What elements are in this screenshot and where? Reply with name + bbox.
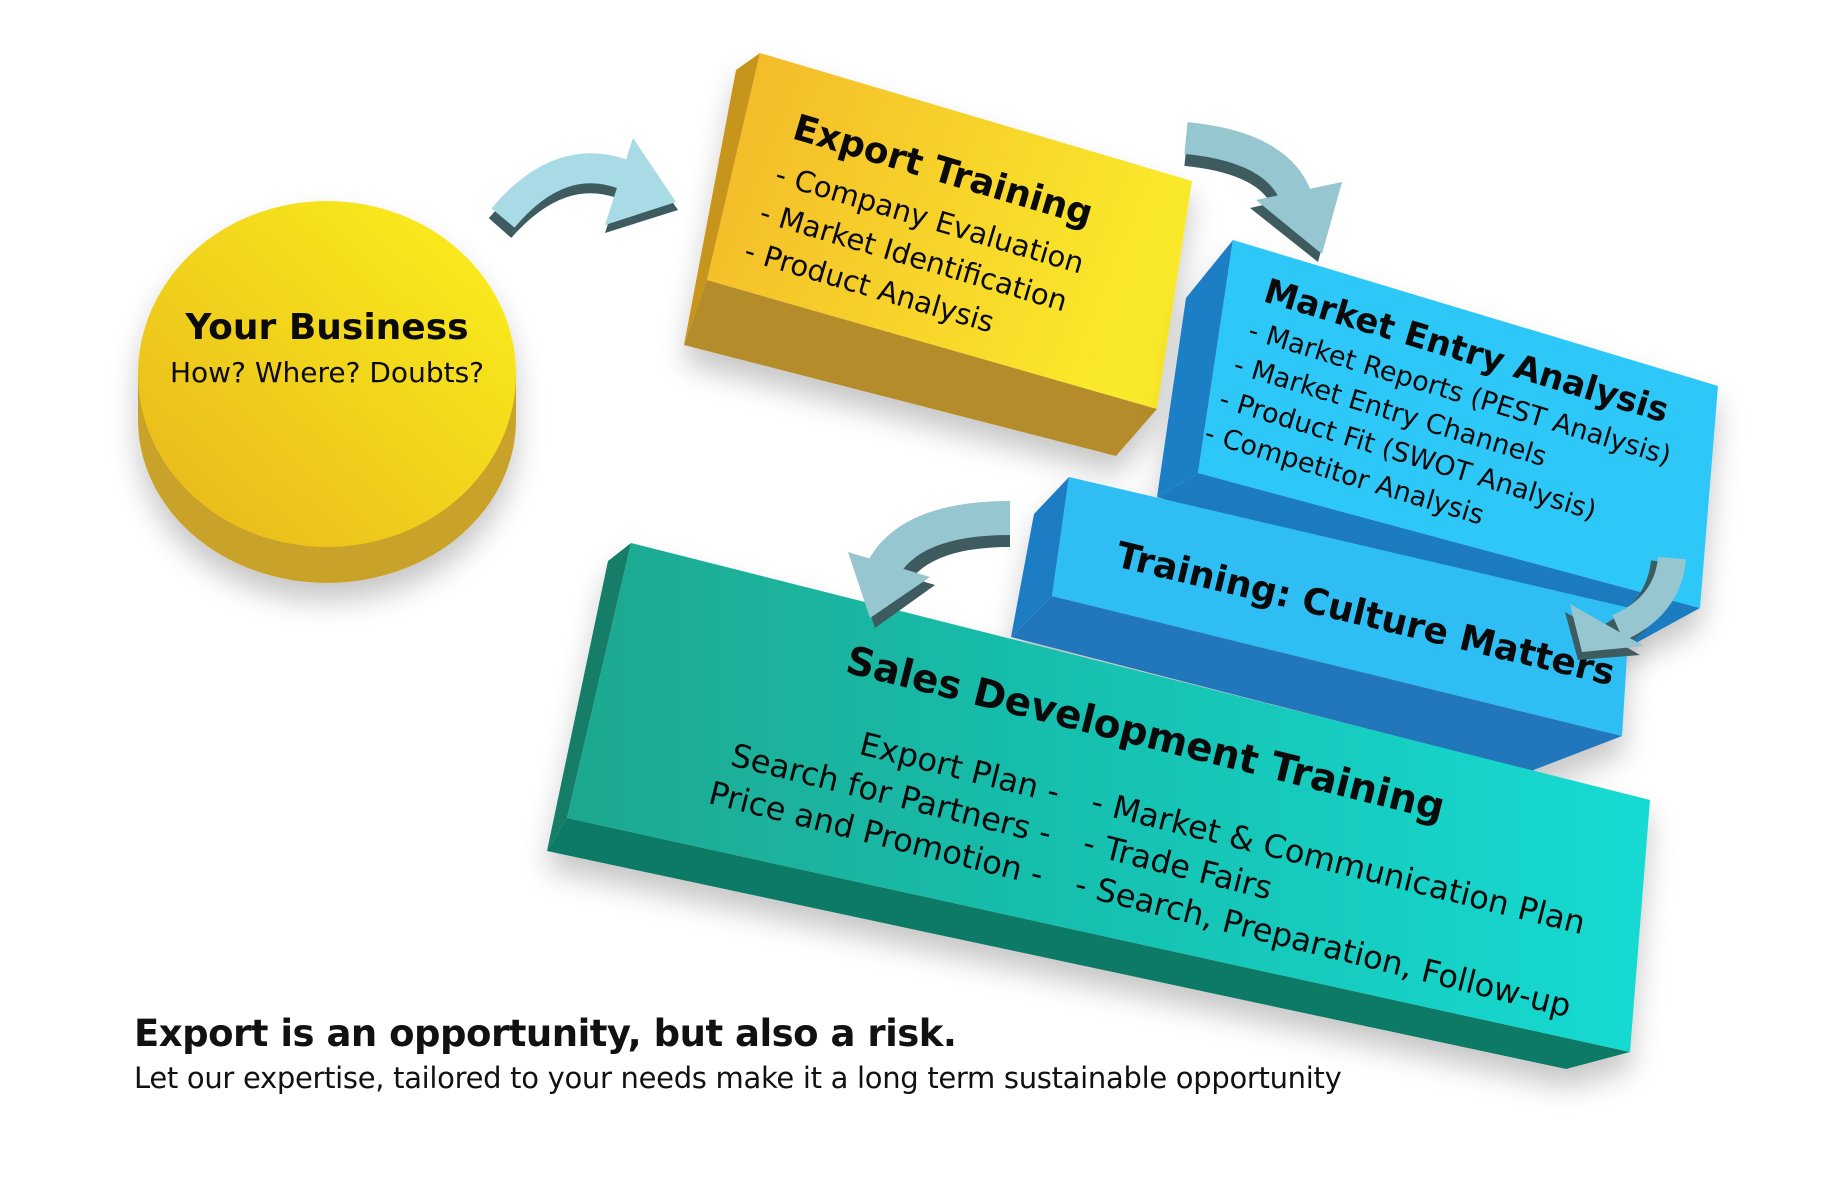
footer-subline: Let our expertise, tailored to your need…	[134, 1061, 1342, 1095]
arrow-icon-culture-to-sales	[848, 501, 1011, 628]
footer-headline: Export is an opportunity, but also a ris…	[134, 1012, 957, 1055]
arrow-icon-business-to-export	[488, 138, 678, 239]
your-business-cylinder	[138, 201, 516, 583]
business-subtitle: How? Where? Doubts?	[170, 356, 484, 389]
business-title: Your Business	[184, 307, 468, 348]
arrow-icon-market-to-culture	[1565, 556, 1686, 660]
arrow-icon-export-to-market	[1184, 122, 1342, 262]
sales-development-box	[547, 543, 1650, 1069]
culture-box	[1011, 477, 1630, 771]
export-training-box	[684, 53, 1192, 456]
footer: Export is an opportunity, but also a ris…	[134, 1012, 1342, 1095]
